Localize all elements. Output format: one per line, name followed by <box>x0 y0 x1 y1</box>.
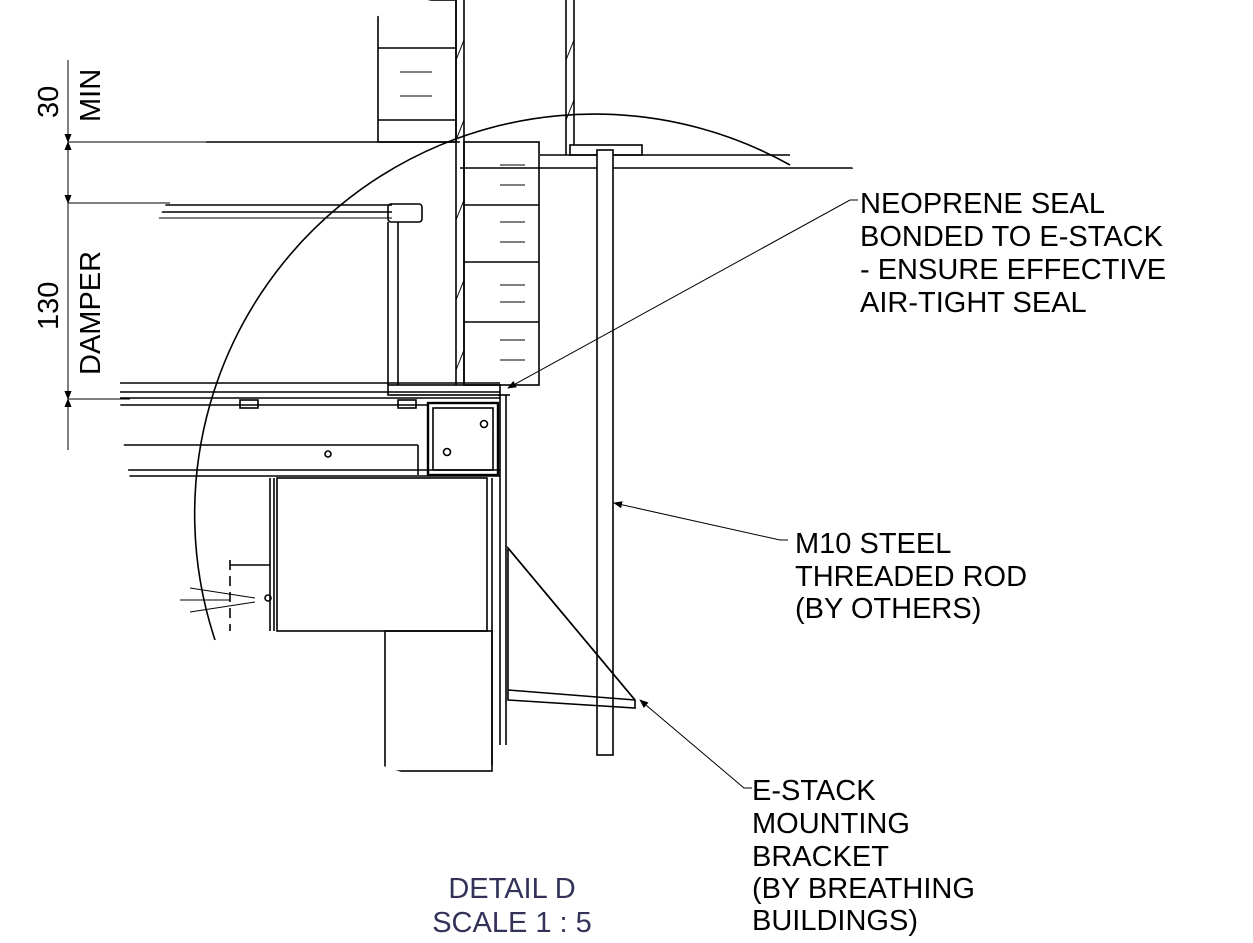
dim-damper-label: DAMPER <box>75 251 107 375</box>
callout-bracket-line-1: E-STACK <box>752 775 876 807</box>
insulation-block-lower <box>463 141 540 386</box>
callout-seal-line-4: AIR-TIGHT SEAL <box>860 287 1087 319</box>
threaded-rod <box>596 149 614 756</box>
damper <box>120 203 501 409</box>
leader-lines <box>507 199 858 789</box>
lower-housing <box>180 477 493 772</box>
section-geometry <box>120 0 900 772</box>
wall-panel <box>455 0 465 385</box>
callout-rod: M10 STEEL THREADED ROD (BY OTHERS) <box>795 528 1027 625</box>
callout-rod-line-2: THREADED ROD <box>795 561 1027 593</box>
corner-tube <box>426 394 510 745</box>
callout-seal-line-1: NEOPRENE SEAL <box>860 188 1105 220</box>
mounting-bracket <box>507 545 636 709</box>
callout-bracket-line-5: BUILDINGS) <box>752 905 918 937</box>
callout-bracket: E-STACK MOUNTING BRACKET (BY BREATHING B… <box>752 775 975 937</box>
dimension-lines <box>64 60 222 450</box>
caption-scale: SCALE 1 : 5 <box>432 907 592 939</box>
callout-bracket-line-2: MOUNTING <box>752 808 910 840</box>
callout-rod-line-1: M10 STEEL <box>795 528 951 560</box>
dim-top-value: 30 <box>33 86 65 118</box>
callout-seal-line-3: - ENSURE EFFECTIVE <box>860 254 1166 286</box>
detail-caption: DETAIL D SCALE 1 : 5 <box>432 873 592 939</box>
callout-bracket-line-3: BRACKET <box>752 841 889 873</box>
caption-title: DETAIL D <box>448 873 575 905</box>
callout-seal-line-2: BONDED TO E-STACK <box>860 221 1164 253</box>
insulation-block-upper <box>377 0 457 143</box>
callout-rod-line-3: (BY OTHERS) <box>795 593 981 625</box>
callout-bracket-line-4: (BY BREATHING <box>752 873 975 905</box>
dim-damper-value: 130 <box>33 282 65 330</box>
callout-seal: NEOPRENE SEAL BONDED TO E-STACK - ENSURE… <box>860 188 1166 319</box>
dim-top-label: MIN <box>75 69 107 122</box>
